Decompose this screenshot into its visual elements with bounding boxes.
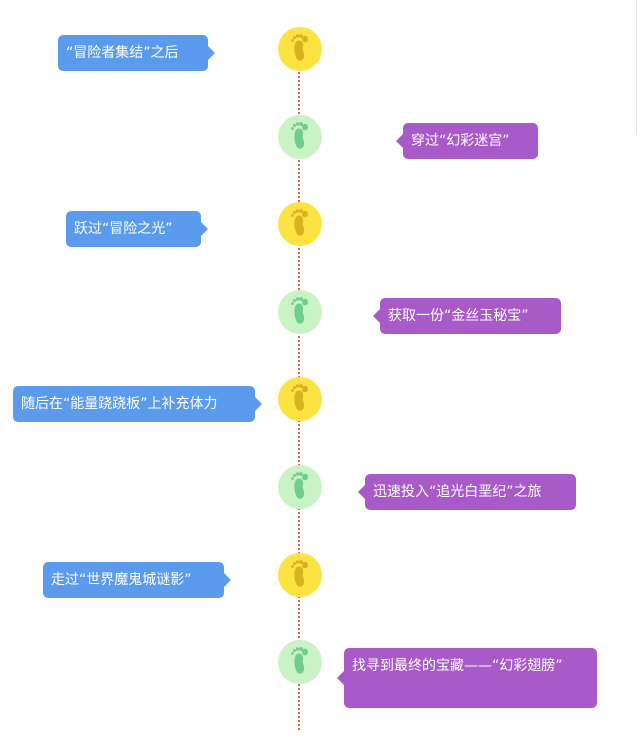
timeline-label-1: “冒险者集结”之后	[58, 35, 215, 71]
timeline-node-5	[278, 377, 322, 421]
footprint-icon	[288, 382, 312, 416]
timeline-node-6	[278, 465, 322, 509]
footprint-icon	[288, 120, 312, 154]
timeline-label-2: 穿过“幻彩迷宫”	[396, 123, 538, 159]
footprint-icon	[288, 558, 312, 592]
footprint-icon	[288, 470, 312, 504]
timeline-node-3	[278, 202, 322, 246]
timeline-label-3: 跃过“冒险之光”	[66, 211, 208, 247]
timeline-label-7: 走过“世界魔鬼城谜影”	[43, 562, 231, 598]
timeline-node-1	[278, 27, 322, 71]
right-edge-mark	[636, 0, 637, 135]
timeline-node-7	[278, 553, 322, 597]
footprint-icon	[288, 207, 312, 241]
timeline-node-8	[278, 640, 322, 684]
timeline-node-2	[278, 115, 322, 159]
timeline-label-5: 随后在“能量跷跷板”上补充体力	[13, 386, 262, 422]
timeline-node-4	[278, 290, 322, 334]
timeline-label-6: 迅速投入“追光白垩纪”之旅	[358, 474, 576, 510]
footprint-icon	[288, 295, 312, 329]
timeline-label-4: 获取一份“金丝玉秘宝”	[373, 298, 561, 334]
footprint-icon	[288, 645, 312, 679]
footprint-icon	[288, 32, 312, 66]
timeline-label-8: 找寻到最终的宝藏——“幻彩翅膀”	[337, 648, 597, 708]
